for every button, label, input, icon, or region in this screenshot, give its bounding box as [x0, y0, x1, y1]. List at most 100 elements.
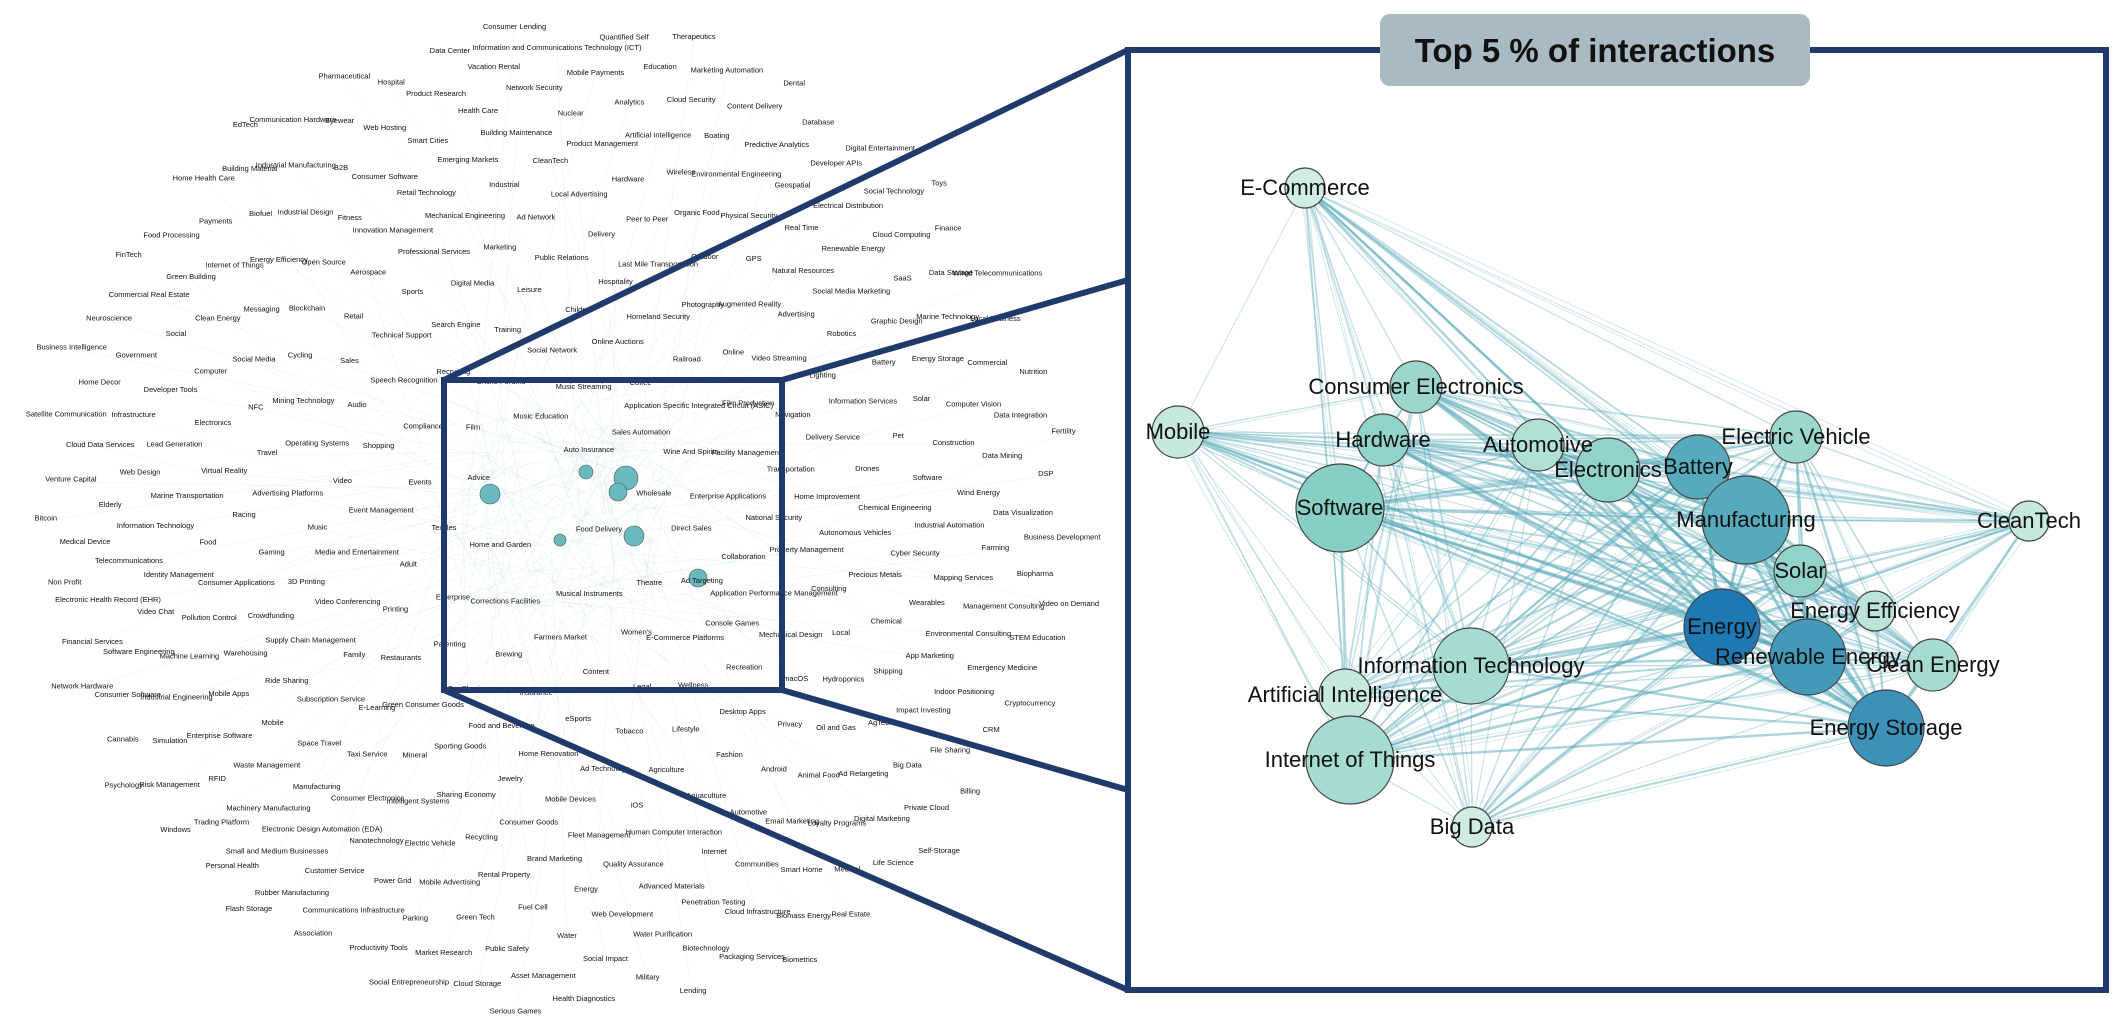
overview-node-label: Drones — [855, 464, 879, 473]
overview-node-label: SaaS — [893, 274, 911, 283]
overview-node-label: Ride Sharing — [265, 676, 308, 685]
zoom-edge — [1799, 520, 2030, 572]
overview-node-label: Pet — [893, 431, 905, 440]
overview-node-label: Construction — [932, 438, 974, 447]
overview-node-label: Packaging Services — [719, 952, 785, 961]
overview-node-label: Commercial Real Estate — [109, 290, 190, 299]
zoom-edge — [1471, 726, 1887, 829]
overview-edge — [592, 420, 924, 713]
overview-node-label: Open Source — [302, 257, 346, 266]
zoom-edge — [1470, 519, 1747, 667]
zoom-edge — [1351, 472, 1606, 760]
overview-node-label: Network Security — [506, 83, 563, 92]
overview-node-label: Public Relations — [535, 253, 589, 262]
overview-edge — [295, 167, 584, 570]
zoom-node — [1432, 627, 1510, 705]
zoom-node-label: Renewable Energy — [1715, 644, 1901, 669]
zoom-edge — [1537, 444, 1723, 628]
overview-node-label: Green Building — [166, 272, 216, 281]
overview-node-label: Local — [832, 628, 850, 637]
zoom-node — [1305, 715, 1395, 805]
zoom-edge — [1339, 439, 1535, 690]
overview-node-label: Hospital — [378, 78, 405, 87]
overview-node-label: Retail Technology — [397, 188, 456, 197]
overview-node-label: Ad Network — [517, 213, 556, 222]
overview-edge — [403, 382, 594, 462]
overview-node-label: Chemical Engineering — [858, 503, 931, 512]
zoom-node — [2008, 500, 2050, 542]
overview-node-label: Flash Storage — [226, 904, 273, 913]
overview-node-label: Geospatial — [775, 181, 811, 190]
zoom-edge — [1300, 189, 1338, 511]
overview-node-label: Home Decor — [79, 377, 122, 386]
zoom-edge — [1179, 425, 1342, 697]
overview-edge — [621, 567, 791, 637]
overview-node-label: Non Profit — [48, 578, 82, 587]
overview-node-label: Film — [466, 423, 480, 432]
zoom-edge — [1344, 519, 1747, 696]
zoom-edge — [1344, 439, 1384, 696]
overview-edge — [487, 570, 506, 604]
overview-edge — [500, 383, 507, 522]
zoom-edge — [1382, 438, 1747, 522]
overview-node-label: Product Management — [566, 139, 639, 148]
overview-node-label: Operating Systems — [285, 438, 349, 447]
zoom-edge — [1474, 731, 1892, 830]
overview-edge — [381, 512, 615, 548]
overview-hub-node — [608, 482, 628, 502]
overview-node-label: Serious Games — [490, 1007, 542, 1016]
overview-edge — [310, 436, 534, 643]
overview-node-label: Social Technology — [864, 187, 925, 196]
zoom-edge — [1745, 519, 2030, 522]
overview-node-label: Quantified Self — [599, 33, 649, 42]
overview-node-label: Subscription Service — [297, 695, 365, 704]
overview-node-label: Market Research — [415, 948, 472, 957]
overview-edge — [554, 522, 672, 889]
overview-node-label: Database — [802, 118, 834, 127]
overview-edge — [100, 446, 474, 543]
zoom-edge — [1343, 509, 2033, 525]
overview-node-label: Machine Learning — [160, 652, 220, 661]
overview-node-label: Indoor Positioning — [934, 687, 994, 696]
overview-node-label: Business Development — [1024, 532, 1102, 541]
overview-node-label: Biotechnology — [682, 944, 729, 953]
overview-node-label: Cyber Security — [891, 548, 940, 557]
overview-node-label: Government — [116, 350, 158, 359]
overview-node-label: Information Technology — [117, 521, 195, 530]
overview-node-label: Cloud Data Services — [66, 440, 135, 449]
overview-edge — [268, 605, 603, 811]
overview-node-label: Advanced Materials — [639, 881, 705, 890]
overview-node-label: Pollution Control — [182, 613, 237, 622]
overview-edge — [82, 573, 475, 689]
zoom-edge — [1344, 524, 1750, 765]
overview-node-label: iOS — [631, 801, 644, 810]
overview-node-label: Real Time — [785, 223, 819, 232]
overview-hub-node — [553, 533, 567, 547]
overview-edge — [408, 422, 658, 567]
zoom-edge — [1382, 439, 1473, 828]
overview-edge — [462, 488, 468, 691]
zoom-node-label: Clean Energy — [1866, 652, 1999, 677]
overview-node-label: Jewelry — [498, 774, 524, 783]
overview-node-label: Printing — [383, 604, 408, 613]
zoom-edge — [1470, 570, 1801, 667]
overview-node-label: Computer — [194, 366, 227, 375]
zoom-edge — [1472, 474, 1608, 666]
zoom-node — [1683, 588, 1761, 666]
overview-edge — [505, 451, 590, 506]
overview-edge — [529, 423, 650, 586]
overview-node-label: Facility Management — [712, 448, 782, 457]
zoom-edge — [1177, 430, 1887, 730]
overview-node-label: Desktop Apps — [719, 707, 766, 716]
zoom-edge — [1304, 187, 2030, 522]
zoom-edge — [1344, 693, 1887, 730]
overview-node-label: Direct Sales — [671, 524, 712, 533]
overview-node-label: Shipping — [873, 667, 902, 676]
overview-node-label: Quality Assurance — [603, 859, 663, 868]
zoom-edge — [1177, 386, 1417, 433]
overview-node-label: Personal Health — [206, 861, 259, 870]
overview-edge — [133, 416, 531, 548]
overview-node-label: Professional Services — [398, 247, 470, 256]
overview-node-label: Home Renovation — [518, 749, 578, 758]
overview-node-label: Wearables — [909, 598, 945, 607]
